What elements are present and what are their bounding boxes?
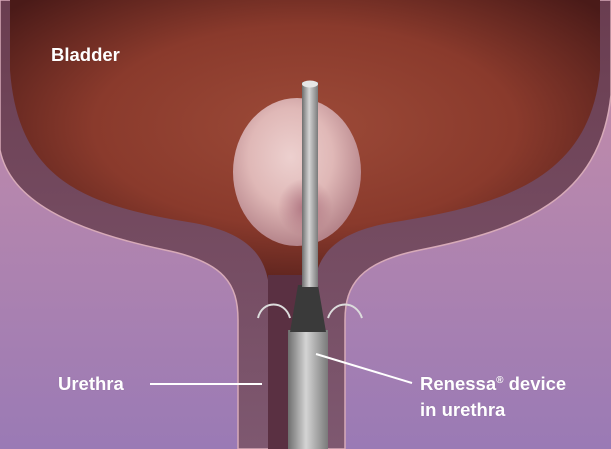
rod-cap [302,81,318,88]
catheter-rod [302,82,318,287]
catheter-shaft [288,330,328,449]
device-name: Renessa [420,373,496,394]
device-label: Renessa® device [420,373,566,395]
device-suffix: device [503,373,566,394]
device-location-label: in urethra [420,399,505,421]
urethra-label: Urethra [58,373,124,395]
bladder-label: Bladder [51,44,120,66]
